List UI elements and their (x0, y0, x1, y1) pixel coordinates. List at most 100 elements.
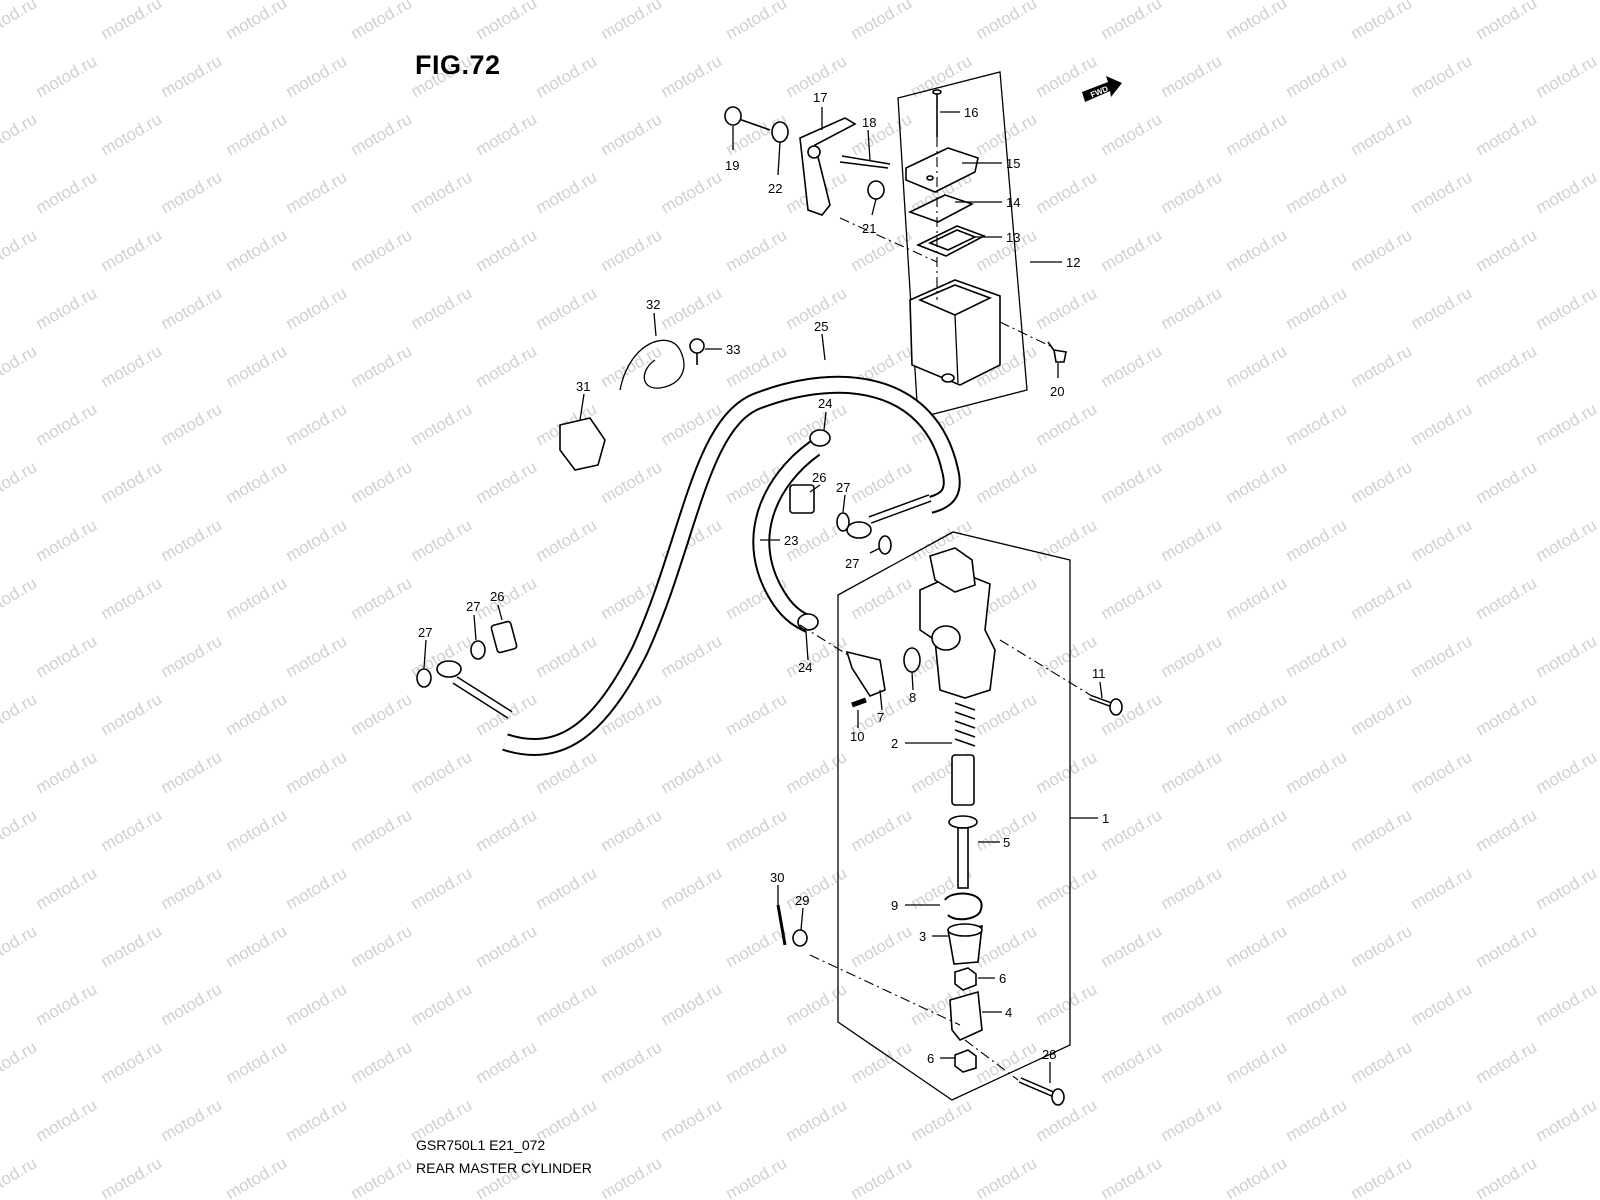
callout-19: 19 (725, 158, 739, 173)
watermark-text: motod.ru (473, 921, 541, 971)
watermark-text: motod.ru (283, 979, 351, 1029)
callout-20: 20 (1050, 384, 1064, 399)
watermark-text: motod.ru (1348, 573, 1416, 623)
watermark-text: motod.ru (283, 515, 351, 565)
watermark-text: motod.ru (1098, 1037, 1166, 1087)
watermark-text: motod.ru (1223, 457, 1291, 507)
watermark-text: motod.ru (1348, 1153, 1416, 1200)
watermark-text: motod.ru (98, 689, 166, 739)
watermark-text: motod.ru (1223, 341, 1291, 391)
watermark-text: motod.ru (0, 921, 40, 971)
watermark-text: motod.ru (1223, 109, 1291, 159)
watermark-text: motod.ru (1223, 689, 1291, 739)
callout-16: 16 (964, 105, 978, 120)
watermark-text: motod.ru (848, 225, 916, 275)
watermark-text: motod.ru (723, 225, 791, 275)
watermark-text: motod.ru (1158, 399, 1226, 449)
watermark-text: motod.ru (1408, 51, 1476, 101)
watermark-text: motod.ru (0, 1153, 40, 1200)
fittings (416, 338, 892, 688)
watermark-text: motod.ru (98, 0, 166, 43)
watermark-text: motod.ru (533, 515, 601, 565)
callout-1: 1 (1102, 811, 1109, 826)
watermark-text: motod.ru (283, 51, 351, 101)
watermark-text: motod.ru (408, 979, 476, 1029)
callout-24-lower: 24 (798, 660, 812, 675)
callout-26-left: 26 (490, 589, 504, 604)
watermark-text: motod.ru (408, 747, 476, 797)
watermark-text: motod.ru (0, 573, 40, 623)
watermark-text: motod.ru (533, 51, 601, 101)
watermark-text: motod.ru (348, 573, 416, 623)
watermark-text: motod.ru (1283, 515, 1351, 565)
watermark-text: motod.ru (1033, 1095, 1101, 1145)
watermark-text: motod.ru (1033, 979, 1101, 1029)
watermark-text: motod.ru (1098, 573, 1166, 623)
watermark-text: motod.ru (158, 515, 226, 565)
watermark-text: motod.ru (158, 979, 226, 1029)
watermark-text: motod.ru (1283, 863, 1351, 913)
watermark-text: motod.ru (408, 863, 476, 913)
watermark-text: motod.ru (1533, 863, 1600, 913)
watermark-text: motod.ru (783, 979, 851, 1029)
bracket-parts (724, 106, 891, 216)
watermark-text: motod.ru (723, 0, 791, 43)
watermark-text: motod.ru (1223, 573, 1291, 623)
watermark-text: motod.ru (223, 921, 291, 971)
watermark-text: motod.ru (1033, 863, 1101, 913)
watermark-text: motod.ru (1408, 167, 1476, 217)
callout-25: 25 (814, 319, 828, 334)
watermark-text: motod.ru (0, 1037, 40, 1087)
watermark-text: motod.ru (973, 457, 1041, 507)
master-cylinder-group-outline (837, 531, 1071, 1101)
watermark-text: motod.ru (533, 283, 601, 333)
watermark-text: motod.ru (283, 283, 351, 333)
watermark-text: motod.ru (98, 573, 166, 623)
callout-10: 10 (850, 729, 864, 744)
watermark-text: motod.ru (223, 1037, 291, 1087)
watermark-text: motod.ru (598, 1037, 666, 1087)
watermark-text: motod.ru (598, 805, 666, 855)
callout-33: 33 (726, 342, 740, 357)
watermark-text: motod.ru (1473, 1153, 1541, 1200)
watermark-text: motod.ru (658, 979, 726, 1029)
watermark-text: motod.ru (0, 0, 40, 43)
watermark-text: motod.ru (1408, 283, 1476, 333)
watermark-text: motod.ru (1533, 979, 1600, 1029)
watermark-text: motod.ru (408, 399, 476, 449)
callout-5: 5 (1003, 835, 1010, 850)
watermark-text: motod.ru (473, 225, 541, 275)
watermark-text: motod.ru (473, 0, 541, 43)
fwd-arrow-icon: FWD (1082, 76, 1122, 102)
watermark-text: motod.ru (158, 283, 226, 333)
watermark-text: motod.ru (158, 167, 226, 217)
watermark-text: motod.ru (348, 0, 416, 43)
watermark-text: motod.ru (283, 399, 351, 449)
watermark-text: motod.ru (1158, 283, 1226, 333)
watermark-text: motod.ru (1473, 1037, 1541, 1087)
watermark-text: motod.ru (158, 747, 226, 797)
diagram-caption: REAR MASTER CYLINDER (416, 1160, 592, 1176)
watermark-text: motod.ru (1348, 341, 1416, 391)
watermark-text: motod.ru (1283, 51, 1351, 101)
watermark-text: motod.ru (1533, 51, 1600, 101)
watermark-text: motod.ru (223, 0, 291, 43)
callout-13: 13 (1006, 230, 1020, 245)
watermark-text: motod.ru (1098, 109, 1166, 159)
watermark-text: motod.ru (158, 399, 226, 449)
watermark-text: motod.ru (1473, 341, 1541, 391)
watermark-text: motod.ru (1223, 1037, 1291, 1087)
watermark-text: motod.ru (723, 689, 791, 739)
watermark-text: motod.ru (473, 341, 541, 391)
watermark-text: motod.ru (473, 457, 541, 507)
watermark-text: motod.ru (33, 863, 101, 913)
watermark-text: motod.ru (1033, 515, 1101, 565)
watermark-text: motod.ru (98, 1037, 166, 1087)
watermark-text: motod.ru (223, 805, 291, 855)
watermark-text: motod.ru (1098, 689, 1166, 739)
watermark-text: motod.ru (158, 863, 226, 913)
watermark-text: motod.ru (598, 457, 666, 507)
watermark-text: motod.ru (848, 457, 916, 507)
watermark-text: motod.ru (408, 515, 476, 565)
callout-7: 7 (877, 710, 884, 725)
